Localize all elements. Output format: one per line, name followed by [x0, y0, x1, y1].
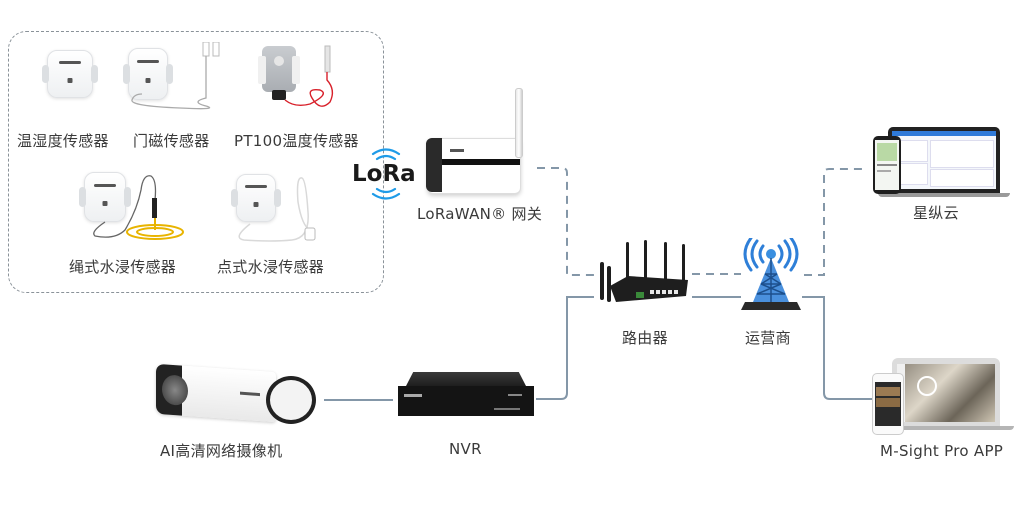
temperature-humidity-sensor-icon[interactable]	[42, 50, 98, 98]
sensor-label-spot-water: 点式水浸传感器	[217, 258, 325, 276]
cloud-laptop-base	[878, 193, 1010, 197]
carrier-label: 运营商	[745, 329, 791, 347]
app-laptop-icon[interactable]	[892, 358, 1000, 426]
camera-label: AI高清网络摄像机	[160, 442, 283, 460]
router-icon[interactable]	[598, 240, 690, 306]
cloud-label: 星纵云	[913, 204, 959, 222]
bullet-camera-icon[interactable]	[156, 363, 276, 423]
rope-water-leak-sensor-icon[interactable]	[79, 172, 131, 222]
lorawan-gateway-icon[interactable]	[426, 138, 521, 194]
app-laptop-base	[882, 426, 1014, 430]
sensor-label-pt100: PT100温度传感器	[234, 132, 359, 150]
app-label: M-Sight Pro APP	[880, 442, 1004, 460]
sensor-group-box	[8, 31, 384, 293]
lora-logo-text: LoRa	[352, 161, 416, 187]
app-phone-icon[interactable]	[872, 373, 904, 435]
link-carrier-app	[802, 296, 872, 400]
sensor-label-door: 门磁传感器	[133, 132, 210, 150]
door-magnetic-sensor-icon[interactable]	[123, 48, 173, 100]
pt100-cable	[284, 45, 334, 107]
cloud-laptop-icon[interactable]	[888, 127, 1000, 193]
door-sensor-cable	[131, 42, 220, 110]
link-nvr-router	[536, 296, 594, 400]
sensor-label-rope-water: 绳式水浸传感器	[69, 258, 177, 276]
link-gateway-router	[537, 167, 594, 276]
gateway-antenna-icon	[515, 88, 523, 158]
spot-sensor-cable	[238, 177, 316, 242]
rope-sensor-cable	[93, 175, 184, 240]
lora-logo: LoRa	[352, 148, 416, 200]
gateway-label: LoRaWAN® 网关	[417, 205, 543, 223]
pt100-temperature-sensor-icon[interactable]	[258, 46, 300, 100]
cell-tower-icon[interactable]	[741, 238, 801, 312]
camera-mount-icon	[266, 376, 316, 424]
sensor-label-temp-humidity: 温湿度传感器	[17, 132, 109, 150]
spot-water-leak-sensor-icon[interactable]	[231, 174, 281, 222]
cloud-phone-icon[interactable]	[873, 136, 901, 194]
router-label: 路由器	[622, 329, 668, 347]
nvr-label: NVR	[449, 440, 482, 458]
link-carrier-cloud	[804, 168, 863, 276]
nvr-icon[interactable]	[398, 372, 534, 416]
